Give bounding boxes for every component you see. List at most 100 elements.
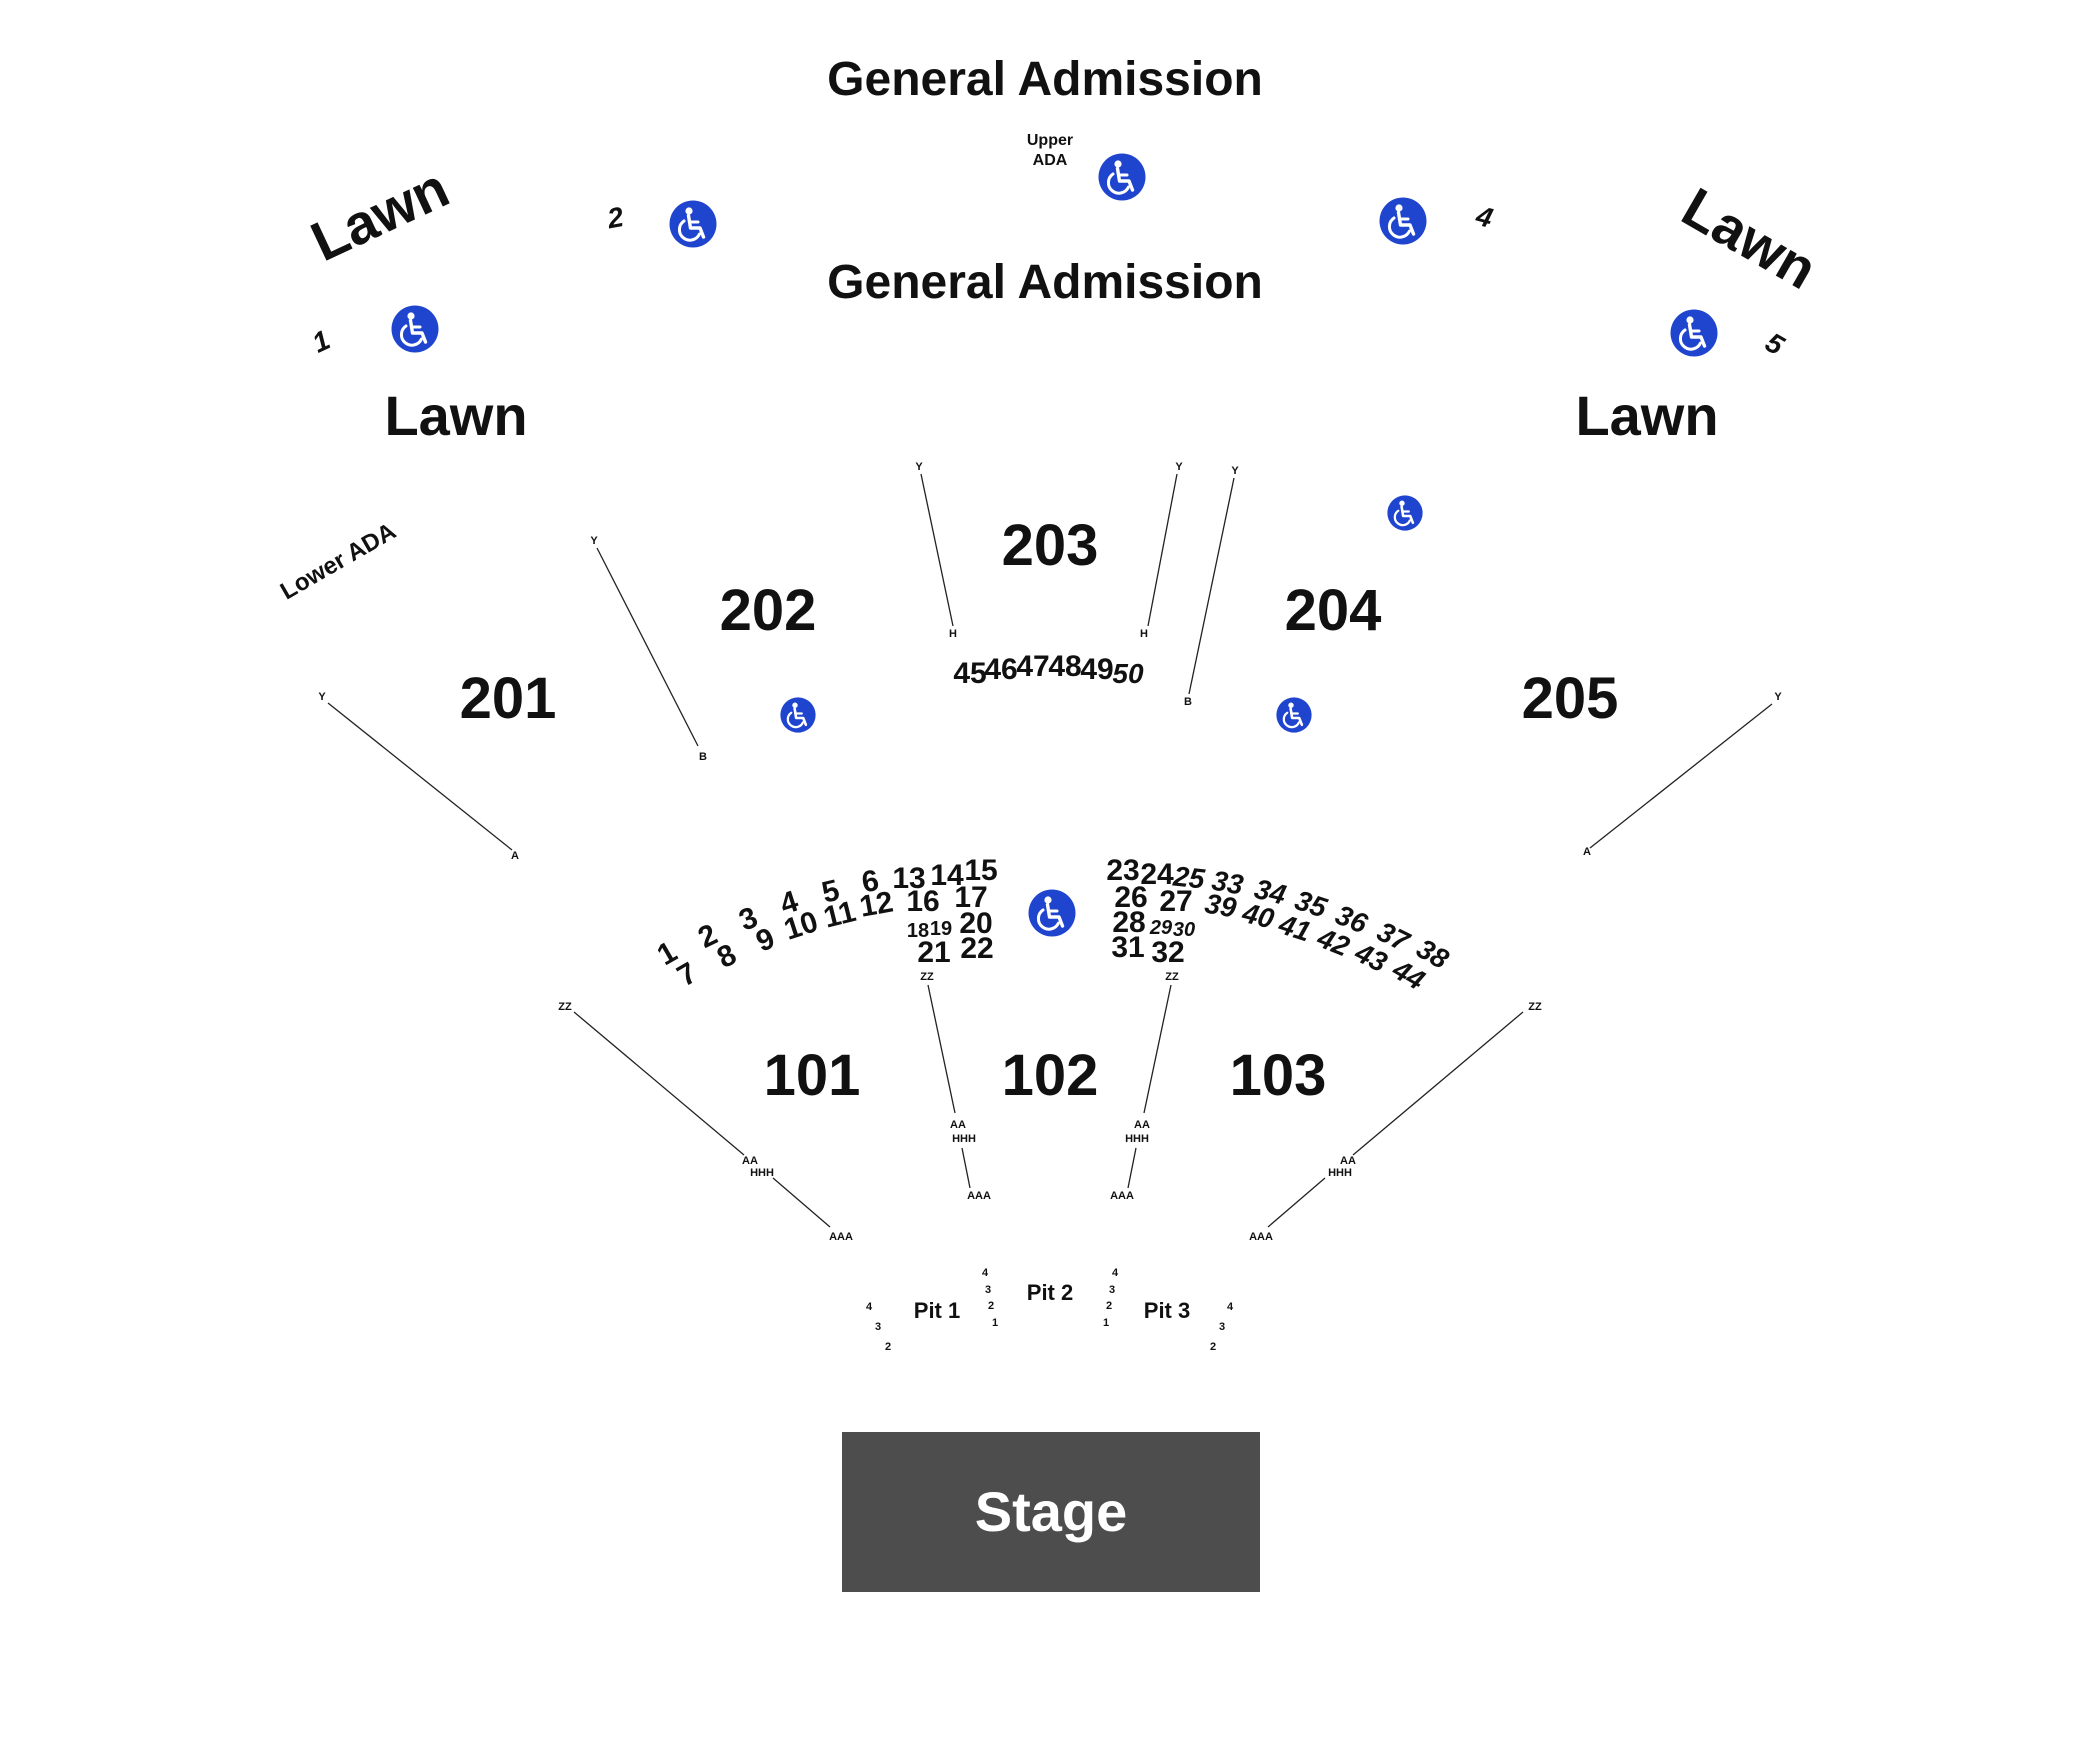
pit-row: 3 <box>1109 1284 1115 1296</box>
row-marker: HHH <box>952 1133 976 1145</box>
lawn-label-upper-left[interactable]: Lawn <box>302 156 458 274</box>
section-202[interactable]: 202 <box>720 578 817 643</box>
box-25[interactable]: 25 <box>1171 860 1207 894</box>
section-201[interactable]: 201 <box>460 666 557 731</box>
wheelchair-icon <box>1387 495 1423 531</box>
wheelchair-icon <box>669 200 717 248</box>
pit-row: 4 <box>982 1267 989 1279</box>
wheelchair-icon <box>1028 889 1076 937</box>
box-29[interactable]: 29 <box>1149 917 1173 939</box>
lawn-section-1[interactable]: 1 <box>307 324 334 359</box>
box-49[interactable]: 49 <box>1080 653 1113 686</box>
box-31[interactable]: 31 <box>1111 931 1144 964</box>
lawn-section-5[interactable]: 5 <box>1760 326 1789 361</box>
wheelchair-icon <box>1098 153 1146 201</box>
box-40[interactable]: 40 <box>1238 897 1277 935</box>
lawn-label-lower-right[interactable]: Lawn <box>1575 384 1718 447</box>
pit-row: 1 <box>1103 1317 1109 1329</box>
row-marker: AAA <box>1249 1231 1273 1243</box>
pit-row: 3 <box>985 1284 991 1296</box>
wheelchair-icon <box>391 305 439 353</box>
pit-1[interactable]: Pit 1 <box>914 1298 960 1323</box>
section-102[interactable]: 102 <box>1002 1043 1099 1108</box>
pit-row: 4 <box>1112 1267 1119 1279</box>
box-11[interactable]: 11 <box>820 895 859 935</box>
stage-label: Stage <box>975 1480 1128 1543</box>
section-divider <box>961 1147 971 1189</box>
row-marker: AA <box>742 1155 758 1167</box>
box-28[interactable]: 28 <box>1112 906 1145 939</box>
box-21[interactable]: 21 <box>917 936 950 969</box>
section-103[interactable]: 103 <box>1230 1043 1327 1108</box>
pit-3[interactable]: Pit 3 <box>1144 1298 1190 1323</box>
general-admission-lower[interactable]: General Admission <box>827 256 1263 309</box>
section-divider <box>772 1177 831 1228</box>
row-marker: AA <box>1340 1155 1356 1167</box>
box-33[interactable]: 33 <box>1210 865 1246 901</box>
box-26[interactable]: 26 <box>1114 881 1147 914</box>
box-39[interactable]: 39 <box>1203 888 1239 924</box>
box-47[interactable]: 47 <box>1016 650 1049 683</box>
row-marker: AAA <box>829 1231 853 1243</box>
box-22[interactable]: 22 <box>960 932 993 965</box>
row-marker: AA <box>950 1119 966 1131</box>
section-204[interactable]: 204 <box>1285 578 1382 643</box>
box-14[interactable]: 14 <box>930 859 964 892</box>
box-24[interactable]: 24 <box>1140 858 1174 891</box>
box-27[interactable]: 27 <box>1159 885 1192 918</box>
box-17[interactable]: 17 <box>954 881 987 914</box>
section-divider <box>1143 984 1172 1114</box>
section-203[interactable]: 203 <box>1002 513 1099 578</box>
pit-row: 2 <box>1210 1341 1216 1353</box>
section-divider <box>596 547 699 747</box>
wheelchair-icon <box>1670 309 1718 357</box>
row-marker: AA <box>1134 1119 1150 1131</box>
box-46[interactable]: 46 <box>984 653 1017 686</box>
lawn-section-4[interactable]: 4 <box>1472 200 1496 234</box>
box-18[interactable]: 18 <box>907 920 929 942</box>
box-30[interactable]: 30 <box>1173 919 1195 941</box>
box-8[interactable]: 8 <box>712 938 741 975</box>
box-20[interactable]: 20 <box>959 907 992 940</box>
row-marker: ZZ <box>1165 971 1179 983</box>
section-205[interactable]: 205 <box>1522 666 1619 731</box>
lawn-label-lower-left[interactable]: Lawn <box>384 384 527 447</box>
row-marker: B <box>1184 696 1192 708</box>
box-19[interactable]: 19 <box>930 918 952 940</box>
row-marker: HHH <box>750 1167 774 1179</box>
stage <box>842 1432 1260 1592</box>
box-50[interactable]: 50 <box>1112 658 1144 689</box>
box-32[interactable]: 32 <box>1151 936 1184 969</box>
row-marker: B <box>699 751 707 763</box>
pit-row: 4 <box>1227 1301 1234 1313</box>
row-marker: ZZ <box>558 1001 572 1013</box>
section-divider <box>1188 477 1235 695</box>
section-101[interactable]: 101 <box>764 1043 861 1108</box>
box-13[interactable]: 13 <box>892 862 925 895</box>
row-marker: ZZ <box>920 971 934 983</box>
pit-row: 1 <box>992 1317 998 1329</box>
box-23[interactable]: 23 <box>1106 854 1139 887</box>
general-admission-upper[interactable]: General Admission <box>827 53 1263 106</box>
box-7[interactable]: 7 <box>672 956 703 993</box>
box-12[interactable]: 12 <box>857 885 896 923</box>
lawn-label-upper-right[interactable]: Lawn <box>1672 175 1827 301</box>
section-divider <box>1352 1011 1524 1156</box>
box-45[interactable]: 45 <box>953 657 986 690</box>
pit-row: 4 <box>866 1301 873 1313</box>
box-16[interactable]: 16 <box>906 885 939 918</box>
wheelchair-icon <box>1276 697 1312 733</box>
box-6[interactable]: 6 <box>859 864 881 899</box>
pit-2[interactable]: Pit 2 <box>1027 1280 1073 1305</box>
row-marker: AAA <box>1110 1190 1134 1202</box>
section-divider <box>1147 473 1178 627</box>
section-divider <box>1127 1147 1137 1189</box>
box-48[interactable]: 48 <box>1048 650 1081 683</box>
pit-row: 3 <box>875 1321 881 1333</box>
lawn-section-2[interactable]: 2 <box>604 201 626 234</box>
box-15[interactable]: 15 <box>964 854 997 887</box>
upper-ada-label-line1: Upper <box>1027 132 1073 149</box>
box-9[interactable]: 9 <box>752 922 780 959</box>
row-marker: A <box>511 850 519 862</box>
